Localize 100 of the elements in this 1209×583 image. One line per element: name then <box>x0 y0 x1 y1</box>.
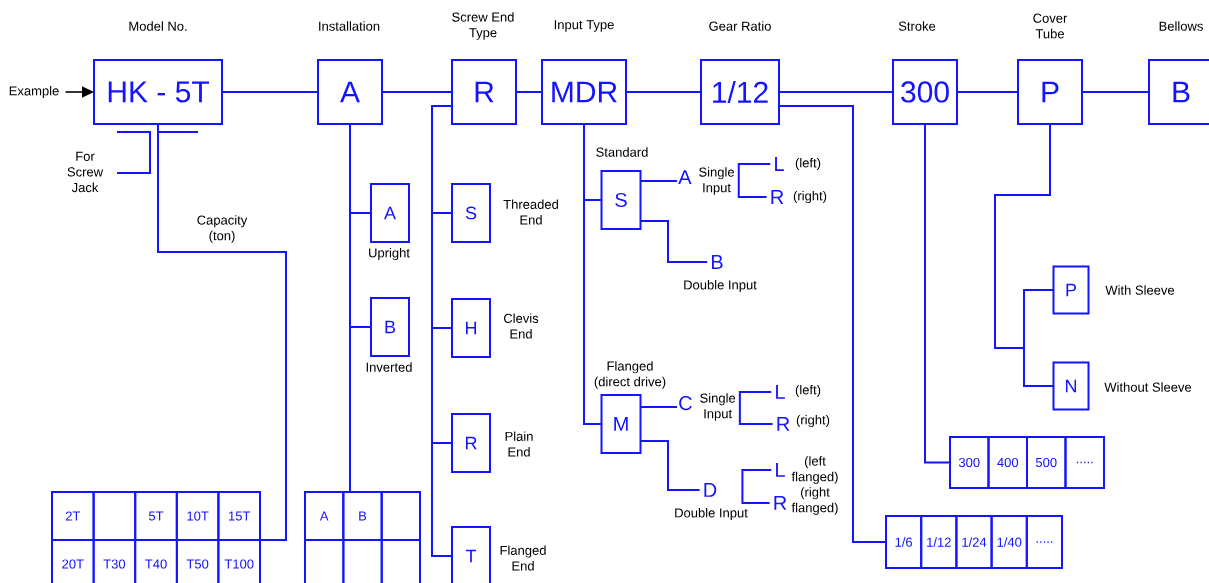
table-cell: 20T <box>51 539 95 583</box>
table-cell: 1/12 <box>920 515 958 569</box>
caption-text: (right flanged) <box>791 487 838 515</box>
connector-line <box>956 91 1019 93</box>
caption-text: (left) <box>795 384 821 398</box>
table-cell: 400 <box>987 436 1028 489</box>
option-letter: L <box>775 157 784 171</box>
option-box: MDR <box>541 59 627 125</box>
table-cell: 15T <box>217 491 261 541</box>
example-label: Example <box>9 85 59 99</box>
connector-line <box>741 469 773 491</box>
table-cell: 300 <box>949 436 990 489</box>
option-letter: L <box>776 385 785 399</box>
table-cell: T30 <box>92 539 137 583</box>
connector-line <box>349 123 351 493</box>
caption-text: Double Input <box>675 507 748 521</box>
option-box: P <box>1052 265 1090 315</box>
connector-line <box>639 220 709 263</box>
table-cell: 1/40 <box>990 515 1028 569</box>
connector-line <box>431 105 453 557</box>
heading-text: Stroke <box>898 21 936 31</box>
option-box: B <box>370 297 410 357</box>
option-box: H <box>451 298 491 358</box>
caption-text: Flanged (direct drive) <box>594 361 666 389</box>
option-box: M <box>600 394 642 454</box>
option-box: A <box>370 183 410 243</box>
connector-line <box>924 123 951 464</box>
table-cell: 1/6 <box>885 515 923 569</box>
caption-text: (right) <box>793 190 827 204</box>
connector-line <box>1081 91 1150 93</box>
connector-line <box>583 123 603 425</box>
option-letter: D <box>704 483 717 497</box>
option-letter: A Single Input <box>678 167 735 195</box>
option-box: T <box>451 526 491 583</box>
connector-line <box>639 440 701 491</box>
caption-text: (right) <box>796 414 830 428</box>
caption-text: Upright <box>369 247 410 261</box>
table-cell: ..... <box>1064 436 1105 489</box>
table-cell: 10T <box>175 491 220 541</box>
option-letter: L <box>776 463 785 477</box>
caption-text: Flanged End <box>500 545 546 571</box>
connector-line <box>741 489 771 504</box>
option-box: HK - 5T <box>93 59 223 125</box>
table-cell: 500 <box>1026 436 1067 489</box>
caption-text: Threaded End <box>503 199 558 225</box>
connector-line <box>738 391 773 408</box>
heading-text: Gear Ratio <box>709 21 771 31</box>
table-cell: 2T <box>51 491 95 541</box>
caption-text: (left) <box>795 157 821 171</box>
connector-line <box>625 91 702 93</box>
connector-line <box>221 91 319 93</box>
option-box: B <box>1148 59 1209 125</box>
heading-text: Bellows <box>1159 21 1203 31</box>
table-cell: B <box>342 491 383 541</box>
caption-text: Plain End <box>505 431 533 457</box>
option-box: R <box>451 59 517 125</box>
caption-text: Inverted <box>366 362 412 372</box>
table-cell: T40 <box>134 539 178 583</box>
connector-line <box>157 123 287 541</box>
option-box: S <box>451 183 491 243</box>
caption-text: Without Sleeve <box>1104 382 1192 392</box>
heading-text: Screw End Type <box>452 12 514 40</box>
connector-line <box>381 91 453 93</box>
note-text: For Screw Jack <box>67 151 104 193</box>
connector-line <box>639 406 678 408</box>
heading-text: Installation <box>319 21 380 31</box>
connector-line <box>639 180 678 182</box>
caption-text: Double Input <box>684 279 757 293</box>
option-box: P <box>1017 59 1083 125</box>
option-letter: C Single Input <box>679 393 736 421</box>
table-cell: ..... <box>1025 515 1063 569</box>
heading-text: Input Type <box>554 20 614 32</box>
heading-text: Cover Tube <box>1033 13 1068 39</box>
table-cell: T100 <box>217 539 261 583</box>
option-box: S <box>600 170 642 230</box>
option-letter: R <box>777 417 790 431</box>
caption-text: (left flanged) <box>791 456 838 484</box>
table-cell: 1/24 <box>955 515 993 569</box>
option-box: A <box>317 59 383 125</box>
table-cell: T50 <box>175 539 220 583</box>
table-cell: A <box>304 491 345 541</box>
option-box: 300 <box>892 59 958 125</box>
connector-line <box>778 105 887 543</box>
connector-line <box>737 180 768 198</box>
connector-line <box>778 91 894 93</box>
caption-text: Standard <box>596 147 648 157</box>
option-box: 1/12 <box>700 59 780 125</box>
connector-line <box>737 163 772 182</box>
option-box: N <box>1052 361 1090 411</box>
option-box: R <box>451 413 491 473</box>
table-cell: 5T <box>134 491 178 541</box>
caption-text: Clevis End <box>503 313 539 339</box>
heading-text: Model No. <box>129 21 187 31</box>
option-letter: R <box>774 496 787 510</box>
option-letter: R <box>771 190 784 204</box>
connector-line <box>738 406 774 425</box>
option-letter: B <box>712 255 723 269</box>
connector-line <box>515 91 543 93</box>
edge-label: Capacity (ton) <box>191 214 253 244</box>
caption-text: With Sleeve <box>1105 285 1175 295</box>
